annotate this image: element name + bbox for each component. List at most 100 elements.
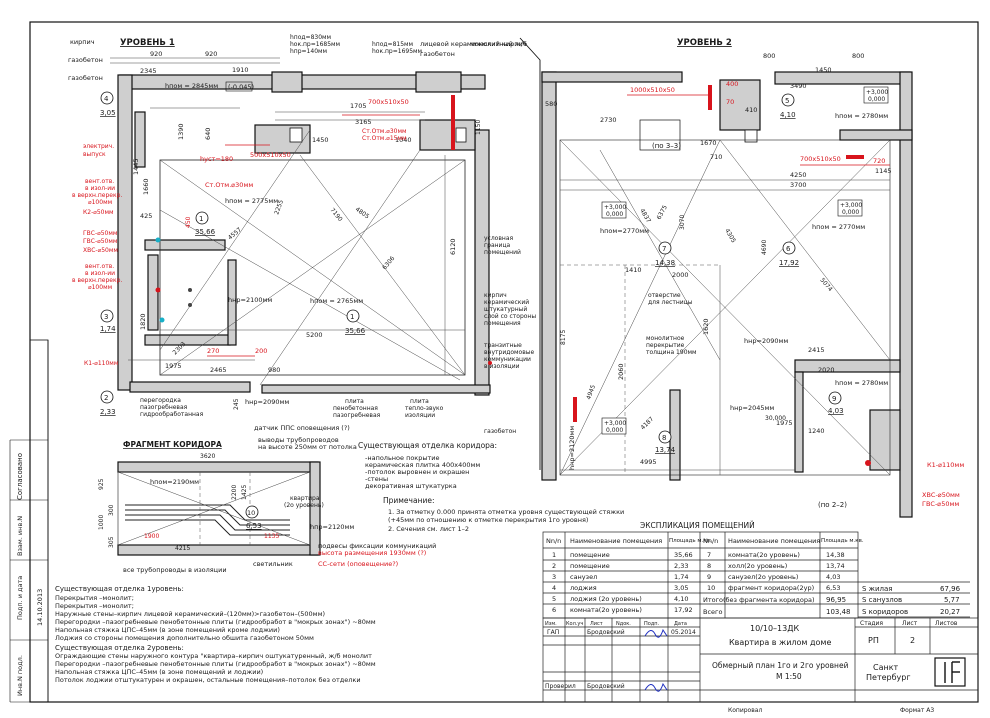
svg-text:Существующая отделка 2уровень:: Существующая отделка 2уровень: [55, 644, 184, 652]
svg-text:1410: 1410 [625, 266, 642, 274]
l2-label-trans: транзитные внутридомовые коммуникации в … [484, 342, 535, 370]
svg-text:980: 980 [268, 366, 280, 374]
l1-room-1b: 1 35,66 [345, 309, 366, 335]
svg-text:⌀100мм: ⌀100мм [88, 284, 112, 291]
svg-text:2. Сечения см. лист 1–2: 2. Сечения см. лист 1–2 [388, 525, 469, 533]
explication-cell: 8 [707, 562, 711, 570]
svg-text:+3,000: +3,000 [866, 89, 888, 96]
l1-column-b [271, 71, 303, 93]
explication-cell: лоджия (2о уровень) [570, 595, 642, 603]
l2-label-gazobeton: газобетон [484, 428, 516, 435]
svg-text:-напольное покрытие: -напольное покрытие [365, 454, 440, 462]
svg-text:условная: условная [484, 235, 513, 242]
side-agreed: Согласовано [16, 453, 24, 500]
l2-label-xvs: ХВС-⌀50мм [922, 491, 960, 499]
svg-text:1975: 1975 [776, 419, 793, 427]
svg-text:подвесы фиксации коммуникаций: подвесы фиксации коммуникаций [318, 542, 436, 550]
l2-room-6: 6 17,92 [779, 241, 799, 267]
l2-shaft [639, 119, 681, 151]
svg-text:580: 580 [545, 100, 557, 108]
svg-text:1450: 1450 [815, 66, 832, 74]
explication-cell: 13,74 [826, 562, 845, 570]
svg-text:Бродовский: Бродовский [587, 683, 625, 690]
svg-text:Примечание:: Примечание: [383, 496, 435, 505]
svg-text:электрич.: электрич. [83, 143, 114, 150]
svg-text:245: 245 [233, 398, 240, 410]
svg-text:hпом = 2770мм: hпом = 2770мм [812, 223, 865, 231]
l1-label-facing: лицевой керамический кирпич [420, 40, 527, 48]
l2-room-9: 9 4,03 [828, 391, 844, 415]
svg-text:3700: 3700 [790, 181, 807, 189]
svg-text:пенобетонная: пенобетонная [333, 405, 378, 412]
l2-label-slab: монолитное перекрытие толщина 190мм [646, 335, 697, 356]
svg-text:Бродовский: Бродовский [587, 629, 625, 636]
svg-text:800: 800 [763, 52, 775, 60]
svg-text:Nn/n: Nn/n [703, 537, 718, 545]
l1-vent1-label: вент.отв. в изол-ии в верхн.перекр. ⌀100… [72, 178, 122, 206]
svg-text:hпом = 2765мм: hпом = 2765мм [310, 297, 363, 305]
explication-totals: Итого(без фрагмента коридора) 96,95 Всег… [703, 596, 851, 616]
l1-label-xvs: ХВС-⌀50мм [83, 247, 118, 254]
l2-left-wall [541, 71, 557, 481]
svg-text:05.2014: 05.2014 [671, 629, 696, 636]
svg-text:перегородка: перегородка [140, 397, 181, 404]
svg-text:Листов: Листов [935, 620, 958, 627]
l1-electric-label: электрич. выпуск [83, 143, 114, 158]
svg-text:все трубопроводы в изоляции: все трубопроводы в изоляции [123, 566, 227, 574]
svg-text:20,27: 20,27 [940, 608, 960, 616]
svg-text:Изм.: Изм. [545, 621, 557, 627]
svg-text:410: 410 [745, 106, 757, 114]
svg-text:67,96: 67,96 [940, 585, 961, 593]
svg-text:800: 800 [852, 52, 864, 60]
svg-text:5: 5 [785, 97, 789, 105]
svg-text:2200: 2200 [231, 485, 238, 500]
explication-cell: 1 [552, 551, 556, 559]
svg-text:в верхн.перекр.: в верхн.перекр. [72, 277, 122, 284]
svg-text:103,48: 103,48 [826, 608, 851, 616]
l1-plita1-label: плита пенобетонная пазогребневая [333, 398, 381, 419]
svg-text:0,000: 0,000 [868, 96, 885, 103]
svg-text:hнр=2120мм: hнр=2120мм [568, 426, 576, 470]
svg-text:2415: 2415 [808, 346, 825, 354]
l1-label-gazobeton: газобетон [68, 56, 103, 64]
svg-text:в изоляции: в изоляции [484, 363, 520, 370]
svg-text:6: 6 [786, 245, 791, 253]
svg-text:1: 1 [199, 215, 203, 223]
svg-text:пазогребневая: пазогребневая [140, 404, 188, 411]
svg-text:0,000: 0,000 [606, 211, 623, 218]
svg-text:Ст.Отм.⌀15мм: Ст.Отм.⌀15мм [362, 135, 407, 142]
svg-text:высота размещения 1930мм (?): высота размещения 1930мм (?) [318, 549, 426, 557]
svg-text:4,10: 4,10 [780, 111, 796, 119]
svg-text:6306: 6306 [381, 255, 396, 271]
svg-text:монолитное: монолитное [646, 335, 685, 342]
svg-text:640: 640 [204, 128, 212, 140]
l1-column-c [415, 71, 462, 93]
l2-label-usl: условная граница помещений [484, 235, 521, 256]
svg-text:отверстие: отверстие [648, 292, 681, 299]
svg-text:2345: 2345 [140, 67, 157, 75]
svg-text:1000: 1000 [98, 515, 105, 530]
svg-text:выпуск: выпуск [83, 151, 106, 158]
l2-room-8: 8 13,74 [655, 430, 676, 454]
svg-text:9: 9 [832, 395, 836, 403]
svg-text:толщина 190мм: толщина 190мм [646, 349, 697, 356]
l2-label-k1: К1-⌀110мм [927, 461, 964, 469]
svg-text:hпом = 2775мм: hпом = 2775мм [225, 197, 278, 205]
explication-title: ЭКСПЛИКАЦИЯ ПОМЕЩЕНИЙ [640, 521, 755, 530]
explication-cell: 14,38 [826, 551, 845, 559]
svg-text:2000: 2000 [672, 271, 689, 279]
svg-text:+3,000: +3,000 [604, 420, 626, 427]
svg-text:3,05: 3,05 [100, 109, 116, 117]
svg-text:1135: 1135 [264, 533, 279, 540]
side-stamp: Согласовано Взам. инв.N Подп. и дата 14.… [9, 339, 49, 703]
svg-text:1: 1 [350, 313, 354, 321]
svg-text:2: 2 [104, 394, 108, 402]
svg-text:6120: 6120 [449, 238, 457, 255]
svg-text:Всего: Всего [703, 608, 722, 616]
l2-column-a [719, 79, 761, 131]
svg-text:3070: 3070 [679, 215, 686, 230]
explication-cell: 4,10 [674, 595, 688, 603]
svg-text:500x510x50: 500x510x50 [250, 151, 291, 159]
svg-text:1,74: 1,74 [100, 325, 116, 333]
svg-text:гидрообработанная: гидрообработанная [140, 411, 204, 418]
